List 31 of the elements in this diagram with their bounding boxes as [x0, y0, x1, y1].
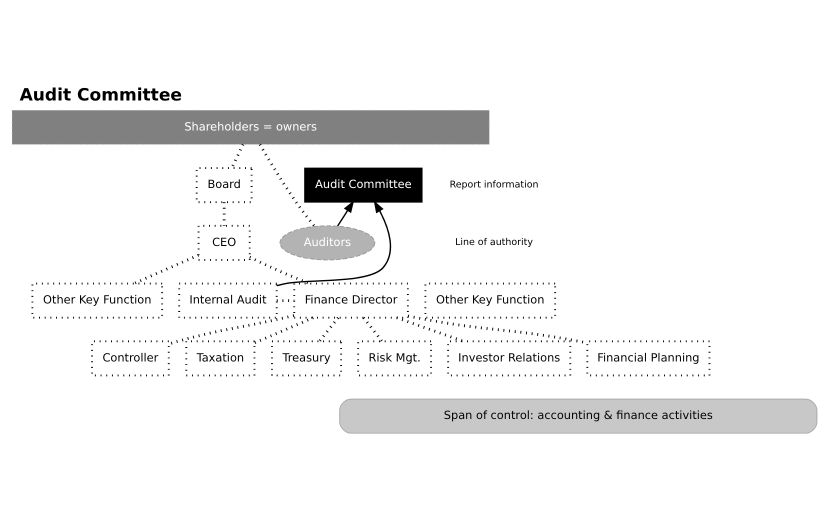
node-box: Other Key Function [31, 282, 164, 318]
arrow [337, 200, 354, 226]
connector [258, 143, 316, 227]
legend-label: Report information [450, 178, 538, 190]
connector [318, 316, 340, 342]
connector [230, 143, 244, 168]
node-box: Span of control: accounting & finance activities [339, 398, 818, 434]
node-box: Financial Planning [586, 340, 710, 376]
connector [168, 314, 294, 345]
node-box: Taxation [185, 340, 256, 376]
connector [249, 255, 310, 284]
legend-label: Line of authority [455, 236, 533, 248]
node-box: Risk Mgt. [357, 340, 432, 376]
connector [362, 316, 384, 342]
connector [396, 316, 464, 342]
node-box: Audit Committee [304, 167, 423, 202]
arrow [276, 200, 392, 286]
node-box: Treasury [271, 340, 342, 376]
node-box: Controller [91, 340, 170, 376]
connector [222, 202, 226, 226]
node-ellipse: Auditors [280, 224, 376, 260]
node-box: Other Key Function [424, 282, 556, 318]
node-box: CEO [198, 224, 251, 260]
diagram-title: Audit Committee [20, 84, 182, 105]
connector [254, 316, 314, 344]
node-box: Board [196, 166, 253, 203]
node-box: Investor Relations [447, 340, 572, 376]
node-box: Finance Director [293, 282, 409, 318]
connector [133, 253, 200, 284]
node-box: Internal Audit [178, 282, 278, 318]
node-box: Shareholders = owners [12, 109, 490, 144]
